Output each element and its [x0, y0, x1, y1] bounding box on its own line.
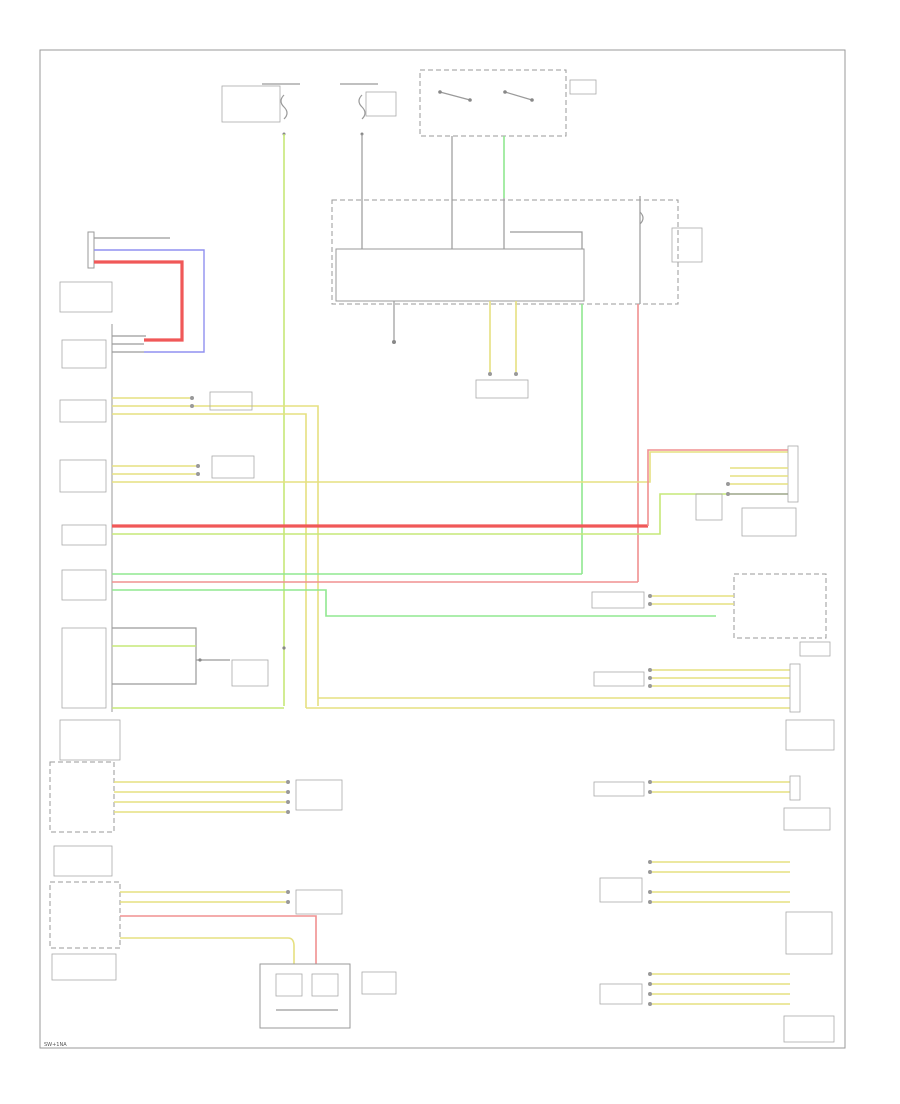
control-module-dashed-area — [331, 199, 679, 305]
connector-label-top — [475, 379, 529, 399]
right-lower-connector-2 — [599, 860, 833, 955]
transmission-connector — [49, 881, 343, 981]
diagram-frame — [39, 49, 846, 1049]
main-module-label — [59, 719, 121, 761]
main-module-wires — [112, 335, 788, 708]
right-lower-connector-1 — [593, 775, 831, 831]
fuse-symbol-1 — [280, 94, 288, 120]
right-lower-connector-3 — [599, 972, 835, 1043]
fuse-area — [221, 83, 397, 136]
clutch-position-sensor — [59, 231, 205, 353]
ignition-switch — [419, 69, 597, 198]
control-module-box — [335, 248, 585, 302]
ignition-switch-label — [569, 79, 597, 95]
main-module-left — [59, 324, 121, 761]
right-connector-middle — [591, 573, 831, 657]
neutral-switch — [259, 963, 397, 1029]
ignition-switch-box — [419, 69, 567, 137]
footer-label: SW+1NA — [44, 1042, 67, 1048]
control-module-top — [331, 134, 703, 399]
fuse-label-block-1 — [221, 85, 281, 123]
right-connector-upper — [695, 445, 799, 537]
relay-left — [112, 627, 286, 709]
engine-control-connector — [49, 761, 343, 877]
clutch-sensor-label — [59, 281, 113, 313]
fuse-label-block-2 — [365, 91, 397, 117]
right-connector-bus — [306, 663, 835, 751]
fuse-label-block-3 — [671, 227, 703, 263]
fuse-symbol-2 — [358, 94, 366, 120]
